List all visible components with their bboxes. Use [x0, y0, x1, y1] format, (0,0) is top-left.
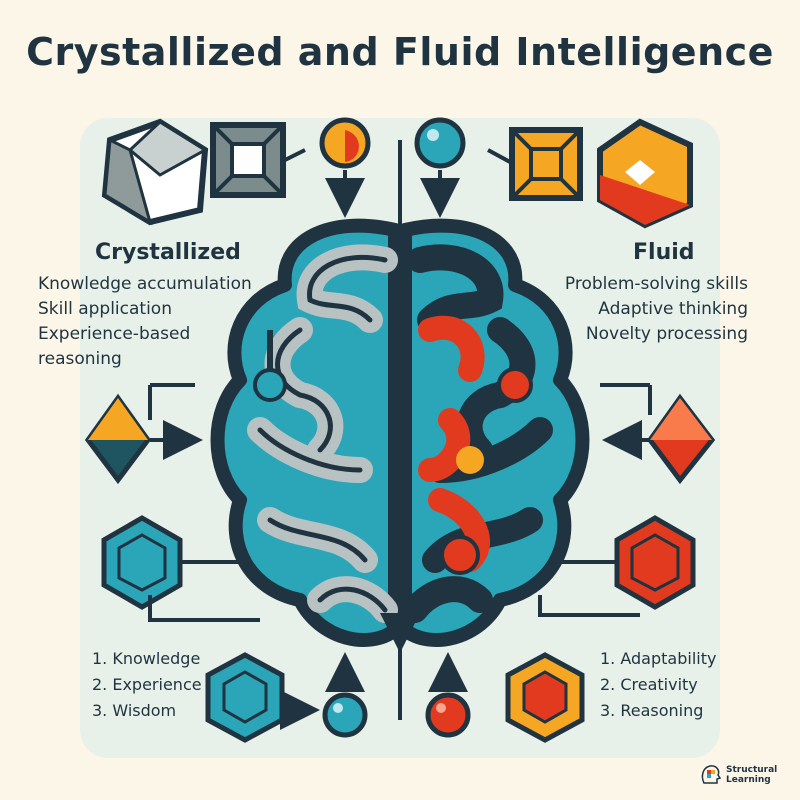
diamond-right-icon — [600, 383, 716, 485]
square-gem-top-right-icon — [509, 127, 583, 201]
fluid-trait: Adaptive thinking — [598, 299, 748, 319]
crystal-top-left-icon — [101, 118, 209, 226]
fluid-list-item: 3. Reasoning — [600, 701, 704, 720]
brain-right-hemisphere — [398, 218, 590, 647]
page-title: Crystallized and Fluid Intelligence — [26, 30, 774, 74]
crystal-top-right-icon — [597, 118, 693, 229]
crystallized-trait: Knowledge accumulation — [38, 274, 252, 294]
crystallized-list: 1. Knowledge 2. Experience 3. Wisdom — [92, 646, 202, 724]
crystallized-trait: Skill application — [38, 299, 172, 319]
fluid-traits: Problem-solving skills Adaptive thinking… — [565, 272, 748, 347]
square-gem-top-left-icon — [210, 122, 286, 198]
crystallized-traits: Knowledge accumulation Skill application… — [38, 272, 252, 372]
hexagon-crystal-bottom-right-icon — [505, 652, 585, 743]
fluid-trait: Novelty processing — [585, 324, 748, 344]
brain-left-hemisphere — [210, 218, 402, 647]
crystallized-heading: Crystallized — [95, 240, 241, 265]
crystallized-list-item: 1. Knowledge — [92, 649, 201, 668]
red-drop-bottom-icon — [425, 652, 471, 738]
hexagon-crystal-bottom-left-icon — [205, 652, 320, 743]
crystallized-trait: Experience-based — [38, 324, 191, 344]
logo-line2: Learning — [726, 775, 771, 785]
diamond-left-icon — [84, 383, 203, 485]
fluid-heading: Fluid — [633, 240, 695, 265]
hexagon-crystal-right-icon — [538, 515, 696, 617]
crystallized-trait: reasoning — [38, 349, 122, 369]
teal-drop-bottom-icon — [322, 652, 368, 738]
head-logo-icon — [701, 765, 722, 784]
teal-orb-icon — [414, 117, 466, 218]
fluid-trait: Problem-solving skills — [564, 274, 748, 294]
fluid-list: 1. Adaptability 2. Creativity 3. Reasoni… — [600, 646, 716, 724]
structural-learning-logo: Structural Learning — [700, 762, 777, 788]
fluid-list-item: 2. Creativity — [600, 675, 698, 694]
orange-orb-icon — [319, 117, 371, 218]
hexagon-crystal-left-icon — [101, 515, 260, 622]
crystallized-list-item: 2. Experience — [92, 675, 202, 694]
logo-line1: Structural — [726, 765, 778, 775]
fluid-list-item: 1. Adaptability — [600, 649, 717, 668]
crystallized-list-item: 3. Wisdom — [92, 701, 177, 720]
